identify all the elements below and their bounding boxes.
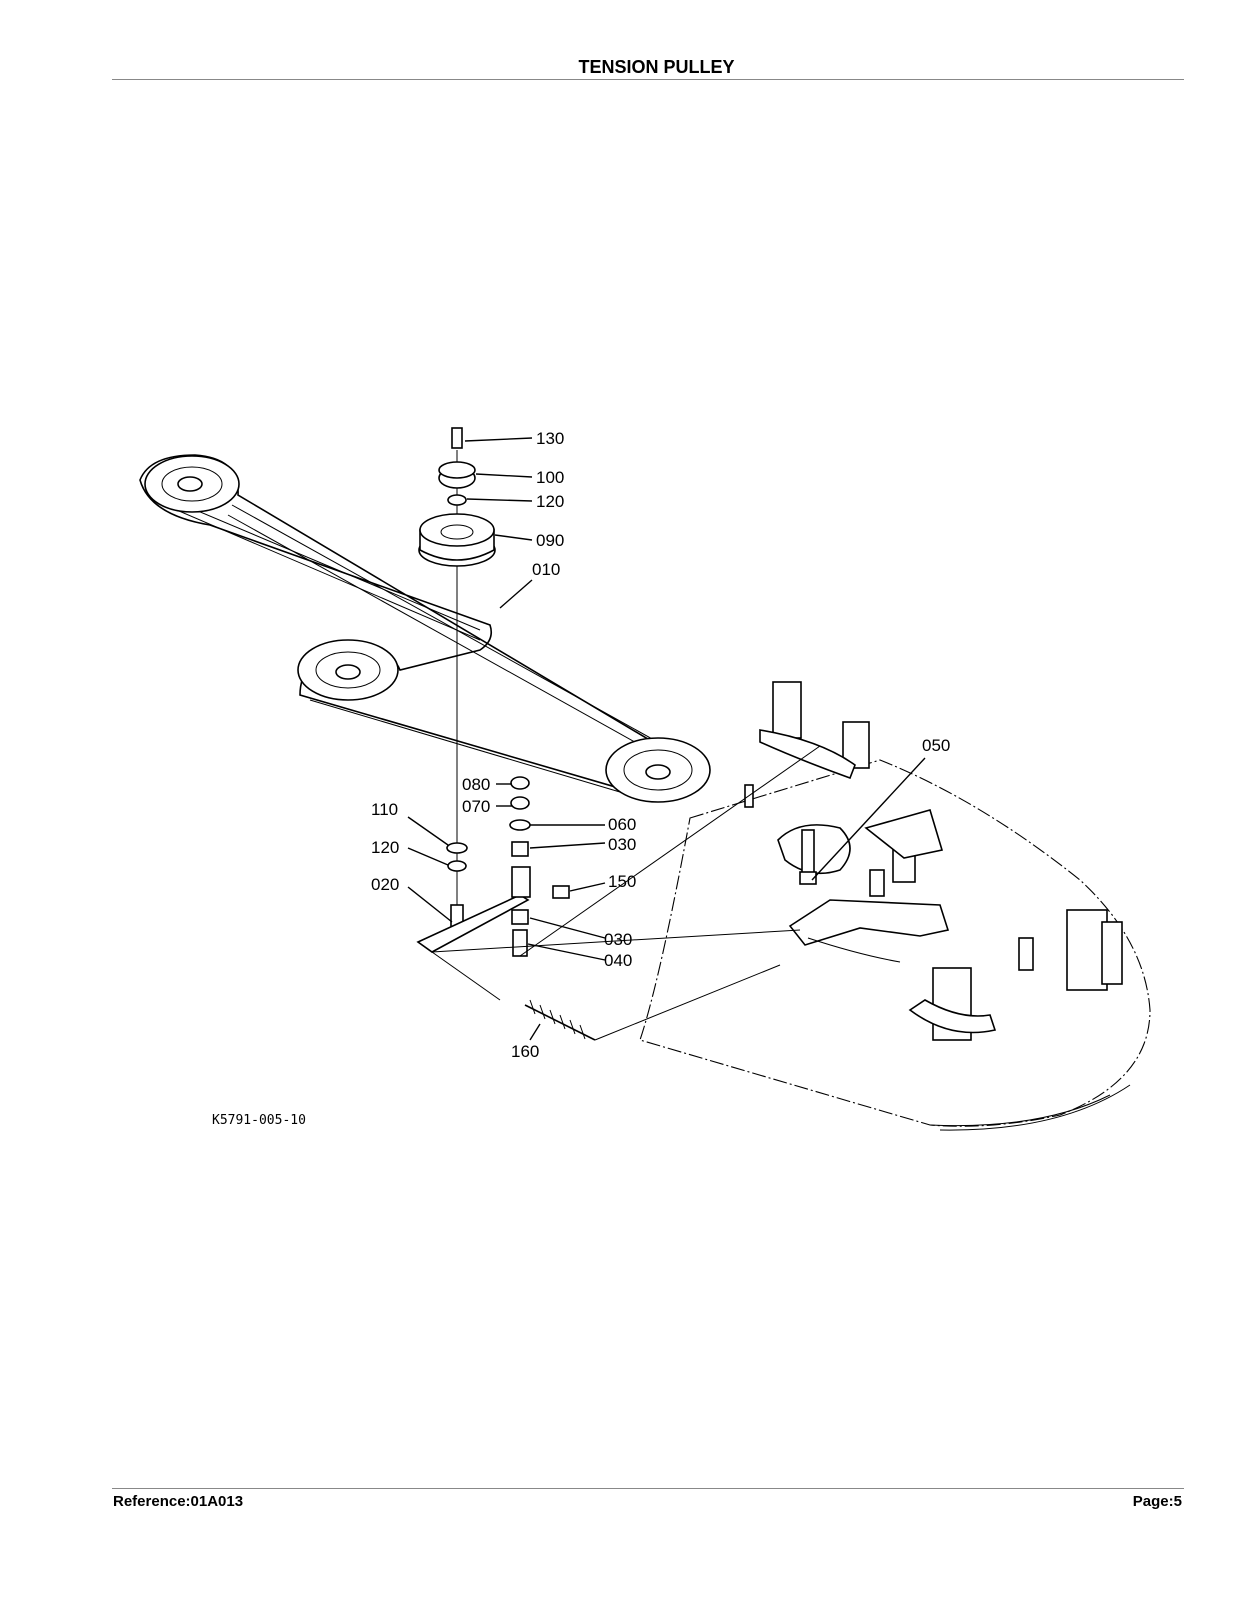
- center-pulley: [297, 639, 399, 701]
- diagram-code: K5791-005-10: [212, 1113, 306, 1128]
- callout-090: 090: [536, 531, 564, 550]
- callout-labels: 130 100 120 090 010 050 080 070 110 060 …: [371, 429, 950, 1061]
- mower-deck: [639, 681, 1151, 1131]
- callout-160: 160: [511, 1042, 539, 1061]
- footer-reference: Reference:01A013: [113, 1493, 244, 1510]
- tension-pulley-stack: [416, 427, 530, 953]
- callout-030-upper: 030: [608, 835, 636, 854]
- callout-020: 020: [371, 875, 399, 894]
- callout-100: 100: [536, 468, 564, 487]
- callout-040: 040: [604, 951, 632, 970]
- left-pulley: [144, 455, 240, 513]
- right-pulley: [605, 737, 711, 803]
- callout-070: 070: [462, 797, 490, 816]
- callout-150: 150: [608, 872, 636, 891]
- callout-030-lower: 030: [604, 930, 632, 949]
- arm-pivot-stack: [431, 745, 821, 957]
- callout-120-top: 120: [536, 492, 564, 511]
- leader-lines: [407, 437, 926, 1041]
- footer-rule: [112, 1488, 1184, 1489]
- page-title: TENSION PULLEY: [578, 57, 735, 77]
- footer-page-number: Page:5: [1132, 1493, 1182, 1510]
- callout-060: 060: [608, 815, 636, 834]
- callout-120-lower: 120: [371, 838, 399, 857]
- callout-110: 110: [371, 800, 398, 819]
- callout-130: 130: [536, 429, 564, 448]
- callout-080: 080: [462, 775, 490, 794]
- callout-010: 010: [532, 560, 560, 579]
- spring: [431, 951, 781, 1041]
- callout-050: 050: [922, 736, 950, 755]
- header-rule: [112, 79, 1184, 80]
- v-belt: [139, 454, 701, 801]
